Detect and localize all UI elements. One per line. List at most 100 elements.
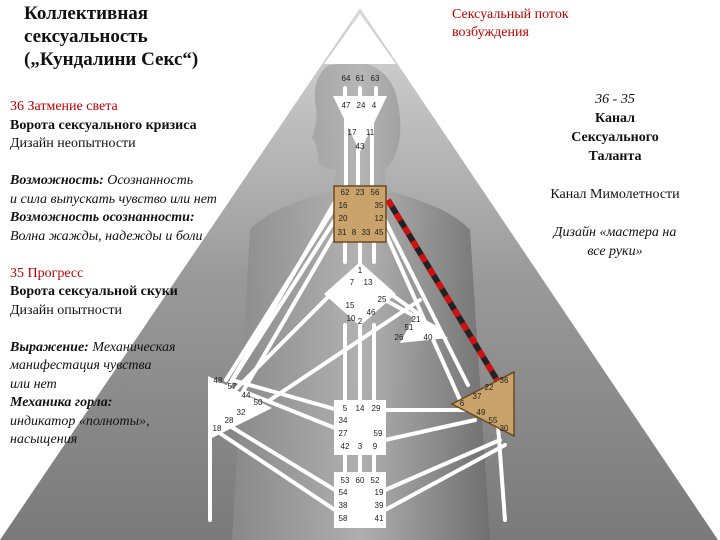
gate-7: 7 xyxy=(350,278,355,287)
gate-36: 36 xyxy=(500,376,509,385)
gate-54: 54 xyxy=(339,488,348,497)
sacral-center xyxy=(334,400,386,455)
gate-59: 59 xyxy=(374,429,383,438)
ajna-center xyxy=(333,96,387,152)
gate-15: 15 xyxy=(346,301,355,310)
gate-19: 19 xyxy=(375,488,384,497)
gate35-name: Ворота сексуальной скуки xyxy=(10,284,178,299)
channel-description: 36 - 35 Канал Сексуального Таланта Канал… xyxy=(520,90,710,261)
spleen-center xyxy=(208,376,272,440)
opportunity-label: Возможность: xyxy=(10,173,104,188)
gate-12: 12 xyxy=(375,214,384,223)
gate-2: 2 xyxy=(358,317,363,326)
gate-3: 3 xyxy=(358,442,363,451)
gate-25: 25 xyxy=(378,295,387,304)
gate-64: 64 xyxy=(342,74,351,83)
gate-43: 43 xyxy=(356,142,365,151)
gate-23: 23 xyxy=(356,188,365,197)
gate-10: 10 xyxy=(347,314,356,323)
gate36-opportunity: Возможность: Осознанность xyxy=(10,172,310,191)
gate-44: 44 xyxy=(242,391,251,400)
gate-18: 18 xyxy=(213,424,222,433)
gate-32: 32 xyxy=(237,408,246,417)
gate-58: 58 xyxy=(339,514,348,523)
gate-61: 61 xyxy=(356,74,365,83)
channel-lines xyxy=(208,86,507,522)
gate-40: 40 xyxy=(424,333,433,342)
gate-53: 53 xyxy=(341,476,350,485)
channel-design-line-1: Дизайн «мастера на xyxy=(553,225,677,240)
solar-plexus-center xyxy=(450,370,515,438)
gate36-name: Ворота сексуального кризиса xyxy=(10,117,197,133)
gate-16: 16 xyxy=(339,201,348,210)
throat-center xyxy=(333,185,387,243)
title-line-3: („Кундалини Секс“) xyxy=(24,49,199,70)
gate-42: 42 xyxy=(341,442,350,451)
flow-label: Сексуальный поток возбуждения xyxy=(452,6,569,42)
gate-45: 45 xyxy=(375,228,384,237)
channel-name-line-3: Таланта xyxy=(588,149,642,164)
gate-50: 50 xyxy=(254,398,263,407)
mechanics-label: Механика горла: xyxy=(10,395,113,410)
gate-49: 49 xyxy=(477,408,486,417)
gate-31: 31 xyxy=(338,228,347,237)
gate-9: 9 xyxy=(373,442,378,451)
gate-41: 41 xyxy=(375,514,384,523)
gate-29: 29 xyxy=(372,404,381,413)
expression-text-3: или нет xyxy=(10,376,57,392)
expression-text-2: манифестация чувства xyxy=(10,358,152,373)
flow-label-line-2: возбуждения xyxy=(452,25,529,40)
gate-26: 26 xyxy=(395,333,404,342)
gate35-expression: Выражение: Механическая xyxy=(10,339,310,358)
gate-56: 56 xyxy=(371,188,380,197)
gate-60: 60 xyxy=(356,476,365,485)
gate-4: 4 xyxy=(372,101,377,110)
gate-33: 33 xyxy=(362,228,371,237)
gate-17: 17 xyxy=(348,128,357,137)
gate-5: 5 xyxy=(343,404,348,413)
opportunity-text: Осознанность xyxy=(103,173,194,188)
head-center xyxy=(324,14,396,64)
channel-name-line-1: Канал xyxy=(594,111,635,126)
expression-text: Механическая xyxy=(88,339,176,355)
gate-63: 63 xyxy=(371,74,380,83)
expression-label: Выражение: xyxy=(10,339,89,355)
gate-55: 55 xyxy=(489,416,498,425)
heart-center xyxy=(400,315,448,343)
gate-47: 47 xyxy=(342,101,351,110)
awareness-text: Волна жажды, надежды и боли xyxy=(10,228,203,244)
awareness-label: Возможность осознанности: xyxy=(10,210,195,225)
title-line-1: Коллективная xyxy=(24,3,149,24)
gate36-heading: 36 Затмение света xyxy=(10,99,118,114)
channel-design-line-2: все руки» xyxy=(587,244,643,259)
g-center xyxy=(324,262,396,326)
gate-24: 24 xyxy=(357,101,366,110)
gate-descriptions: 36 Затмение света Ворота сексуального кр… xyxy=(10,98,310,450)
gate-48: 48 xyxy=(214,376,223,385)
opportunity-text-2: и сила выпускать чувство или нет xyxy=(10,191,217,207)
gate-37: 37 xyxy=(473,392,482,401)
gate35-heading: 35 Прогресс xyxy=(10,265,84,281)
gate-34: 34 xyxy=(339,416,348,425)
mechanics-text-2: насыщения xyxy=(10,432,78,447)
gate-11: 11 xyxy=(366,128,375,137)
gate-20: 20 xyxy=(339,214,348,223)
gate35-design: Дизайн опытности xyxy=(10,302,122,318)
gate-6: 6 xyxy=(460,399,465,408)
gate-1: 1 xyxy=(358,266,363,275)
gate-35: 35 xyxy=(375,201,384,210)
gate-30: 30 xyxy=(500,424,509,433)
gate-21: 21 xyxy=(412,315,421,324)
channel-numbers: 36 - 35 xyxy=(595,92,635,107)
gate-57: 57 xyxy=(228,382,237,391)
mechanics-text: индикатор «полноты», xyxy=(10,413,150,429)
gate-28: 28 xyxy=(225,416,234,425)
channel-alt-name: Канал Мимолетности xyxy=(550,187,680,202)
gate-46: 46 xyxy=(367,308,376,317)
channel-name-line-2: Сексуального xyxy=(571,130,659,145)
gate36-design: Дизайн неопытности xyxy=(10,136,136,151)
title-line-2: сексуальность xyxy=(24,26,148,47)
gate-8: 8 xyxy=(352,228,357,237)
gate-14: 14 xyxy=(356,404,365,413)
